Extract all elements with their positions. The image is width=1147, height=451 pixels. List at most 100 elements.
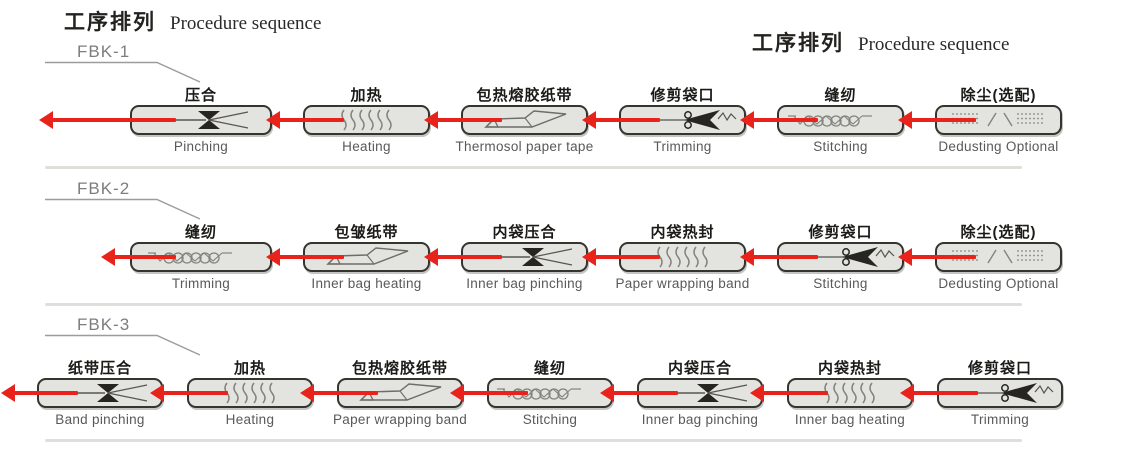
step-label-en: Trimming	[619, 139, 746, 154]
model-label-text: FBK-1	[77, 42, 131, 61]
step-label-en-text: Paper wrapping band	[615, 276, 750, 291]
flow-arrow-left	[100, 248, 177, 266]
model-label: FBK-3	[45, 316, 215, 356]
step-label-en-text: Pinching	[173, 139, 229, 154]
flow-arrow-left	[38, 111, 177, 129]
step-label-en-text: Heating	[342, 139, 391, 154]
process-box	[449, 378, 613, 408]
process-box	[897, 105, 1062, 135]
flow-arrow-left	[897, 248, 977, 266]
step-label-en-text: Inner bag pinching	[641, 412, 759, 427]
step-stitching: 缝纫 Stitching	[449, 357, 613, 427]
flow-arrow-left	[897, 111, 977, 129]
process-box	[897, 242, 1062, 272]
step-label-zh-text: 包热熔胶纸带	[351, 360, 448, 377]
flow-arrow-left	[899, 384, 979, 402]
process-box	[149, 378, 313, 408]
step-trimming: 修剪袋口 Trimming	[581, 84, 746, 154]
step-label-zh: 缝纫	[777, 84, 904, 104]
separator-line	[45, 166, 1022, 169]
flow-arrow-left	[739, 111, 819, 129]
flow-arrow-left	[423, 111, 503, 129]
step-label-zh: 除尘(选配)	[935, 84, 1062, 104]
step-label-zh: 修剪袋口	[619, 84, 746, 104]
step-label-zh: 内袋压合	[461, 221, 588, 241]
step-label-zh: 纸带压合	[37, 357, 163, 377]
process-box	[581, 105, 746, 135]
page-title-left-en: Procedure sequence	[170, 13, 322, 34]
heat-wave-icon	[340, 109, 392, 131]
step-thermosol-paper-tape: 包热熔胶纸带 Thermosol paper tape	[423, 84, 593, 154]
flow-arrow-left	[449, 384, 529, 402]
step-label-en: Inner bag heating	[787, 412, 913, 427]
scissors-icon	[791, 247, 894, 267]
step-label-zh: 加热	[303, 84, 430, 104]
step-label-zh-text: 除尘(选配)	[960, 87, 1037, 104]
flow-arrow-left	[581, 111, 661, 129]
step-label-en-text: Stitching	[522, 412, 578, 427]
process-box	[581, 242, 746, 272]
process-box	[38, 105, 272, 135]
step-label-en: Paper wrapping band	[333, 412, 467, 427]
flow-arrow-left	[599, 384, 679, 402]
step-label-zh-text: 修剪袋口	[967, 360, 1032, 377]
page-title-right-en: Procedure sequence	[858, 34, 1010, 55]
step-label-en-text: Inner bag heating	[311, 276, 422, 291]
step-trimming: 缝纫 Trimming	[100, 221, 272, 291]
step-label-zh: 内袋热封	[787, 357, 913, 377]
flow-arrow-left	[0, 384, 79, 402]
step-label-en: Inner bag heating	[303, 276, 430, 291]
step-label-en: Pinching	[130, 139, 272, 154]
procedure-row-fbk-1: FBK-1 压合 Pinching 加热 Heating 包热熔胶纸带 Thermoso…	[0, 43, 1147, 159]
step-label-zh: 压合	[130, 84, 272, 104]
step-label-zh: 内袋热封	[619, 221, 746, 241]
pinch-icon	[154, 111, 249, 129]
step-label-en-text: Stitching	[813, 276, 868, 291]
flow-arrow-left	[265, 248, 345, 266]
step-label-zh: 修剪袋口	[777, 221, 904, 241]
step-label-en: Inner bag pinching	[461, 276, 588, 291]
process-box	[100, 242, 272, 272]
model-label: FBK-1	[45, 43, 215, 83]
process-box	[749, 378, 913, 408]
step-label-zh-text: 加热	[233, 360, 266, 377]
process-box	[0, 378, 163, 408]
process-box	[423, 242, 588, 272]
heat-wave-icon	[656, 246, 708, 268]
process-box	[299, 378, 463, 408]
flow-arrow-left	[299, 384, 379, 402]
process-box	[599, 378, 763, 408]
step-label-zh-text: 加热	[350, 87, 383, 104]
step-heating: 加热 Heating	[149, 357, 313, 427]
step-label-en: Dedusting Optional	[935, 276, 1062, 291]
step-label-en-text: Inner bag pinching	[466, 276, 583, 291]
process-box	[739, 242, 904, 272]
flow-arrow-left	[581, 248, 661, 266]
separator-line	[45, 439, 1022, 442]
step-label-zh-text: 缝纫	[533, 360, 566, 377]
step-label-zh-text: 内袋热封	[817, 360, 882, 377]
step-label-zh-text: 纸带压合	[67, 360, 132, 377]
step-label-en: Inner bag pinching	[637, 412, 763, 427]
step-label-zh-text: 缝纫	[184, 224, 217, 241]
step-inner-bag-pinching: 内袋压合 Inner bag pinching	[599, 357, 763, 427]
step-inner-bag-pinching: 内袋压合 Inner bag pinching	[423, 221, 588, 291]
step-label-en: Trimming	[130, 276, 272, 291]
step-label-en-text: Heating	[225, 412, 275, 427]
step-heating: 加热 Heating	[265, 84, 430, 154]
step-label-en-text: Paper wrapping band	[332, 412, 468, 427]
leader-line	[45, 61, 201, 83]
step-label-zh-text: 包热熔胶纸带	[476, 87, 573, 104]
step-label-zh: 修剪袋口	[937, 357, 1063, 377]
process-box	[899, 378, 1063, 408]
step-label-en: Heating	[187, 412, 313, 427]
process-box	[265, 105, 430, 135]
step-dedusting-optional: 除尘(选配) Dedusting Optional	[897, 84, 1062, 154]
step-label-en: Paper wrapping band	[615, 276, 749, 291]
step-label-en: Thermosol paper tape	[455, 139, 593, 154]
